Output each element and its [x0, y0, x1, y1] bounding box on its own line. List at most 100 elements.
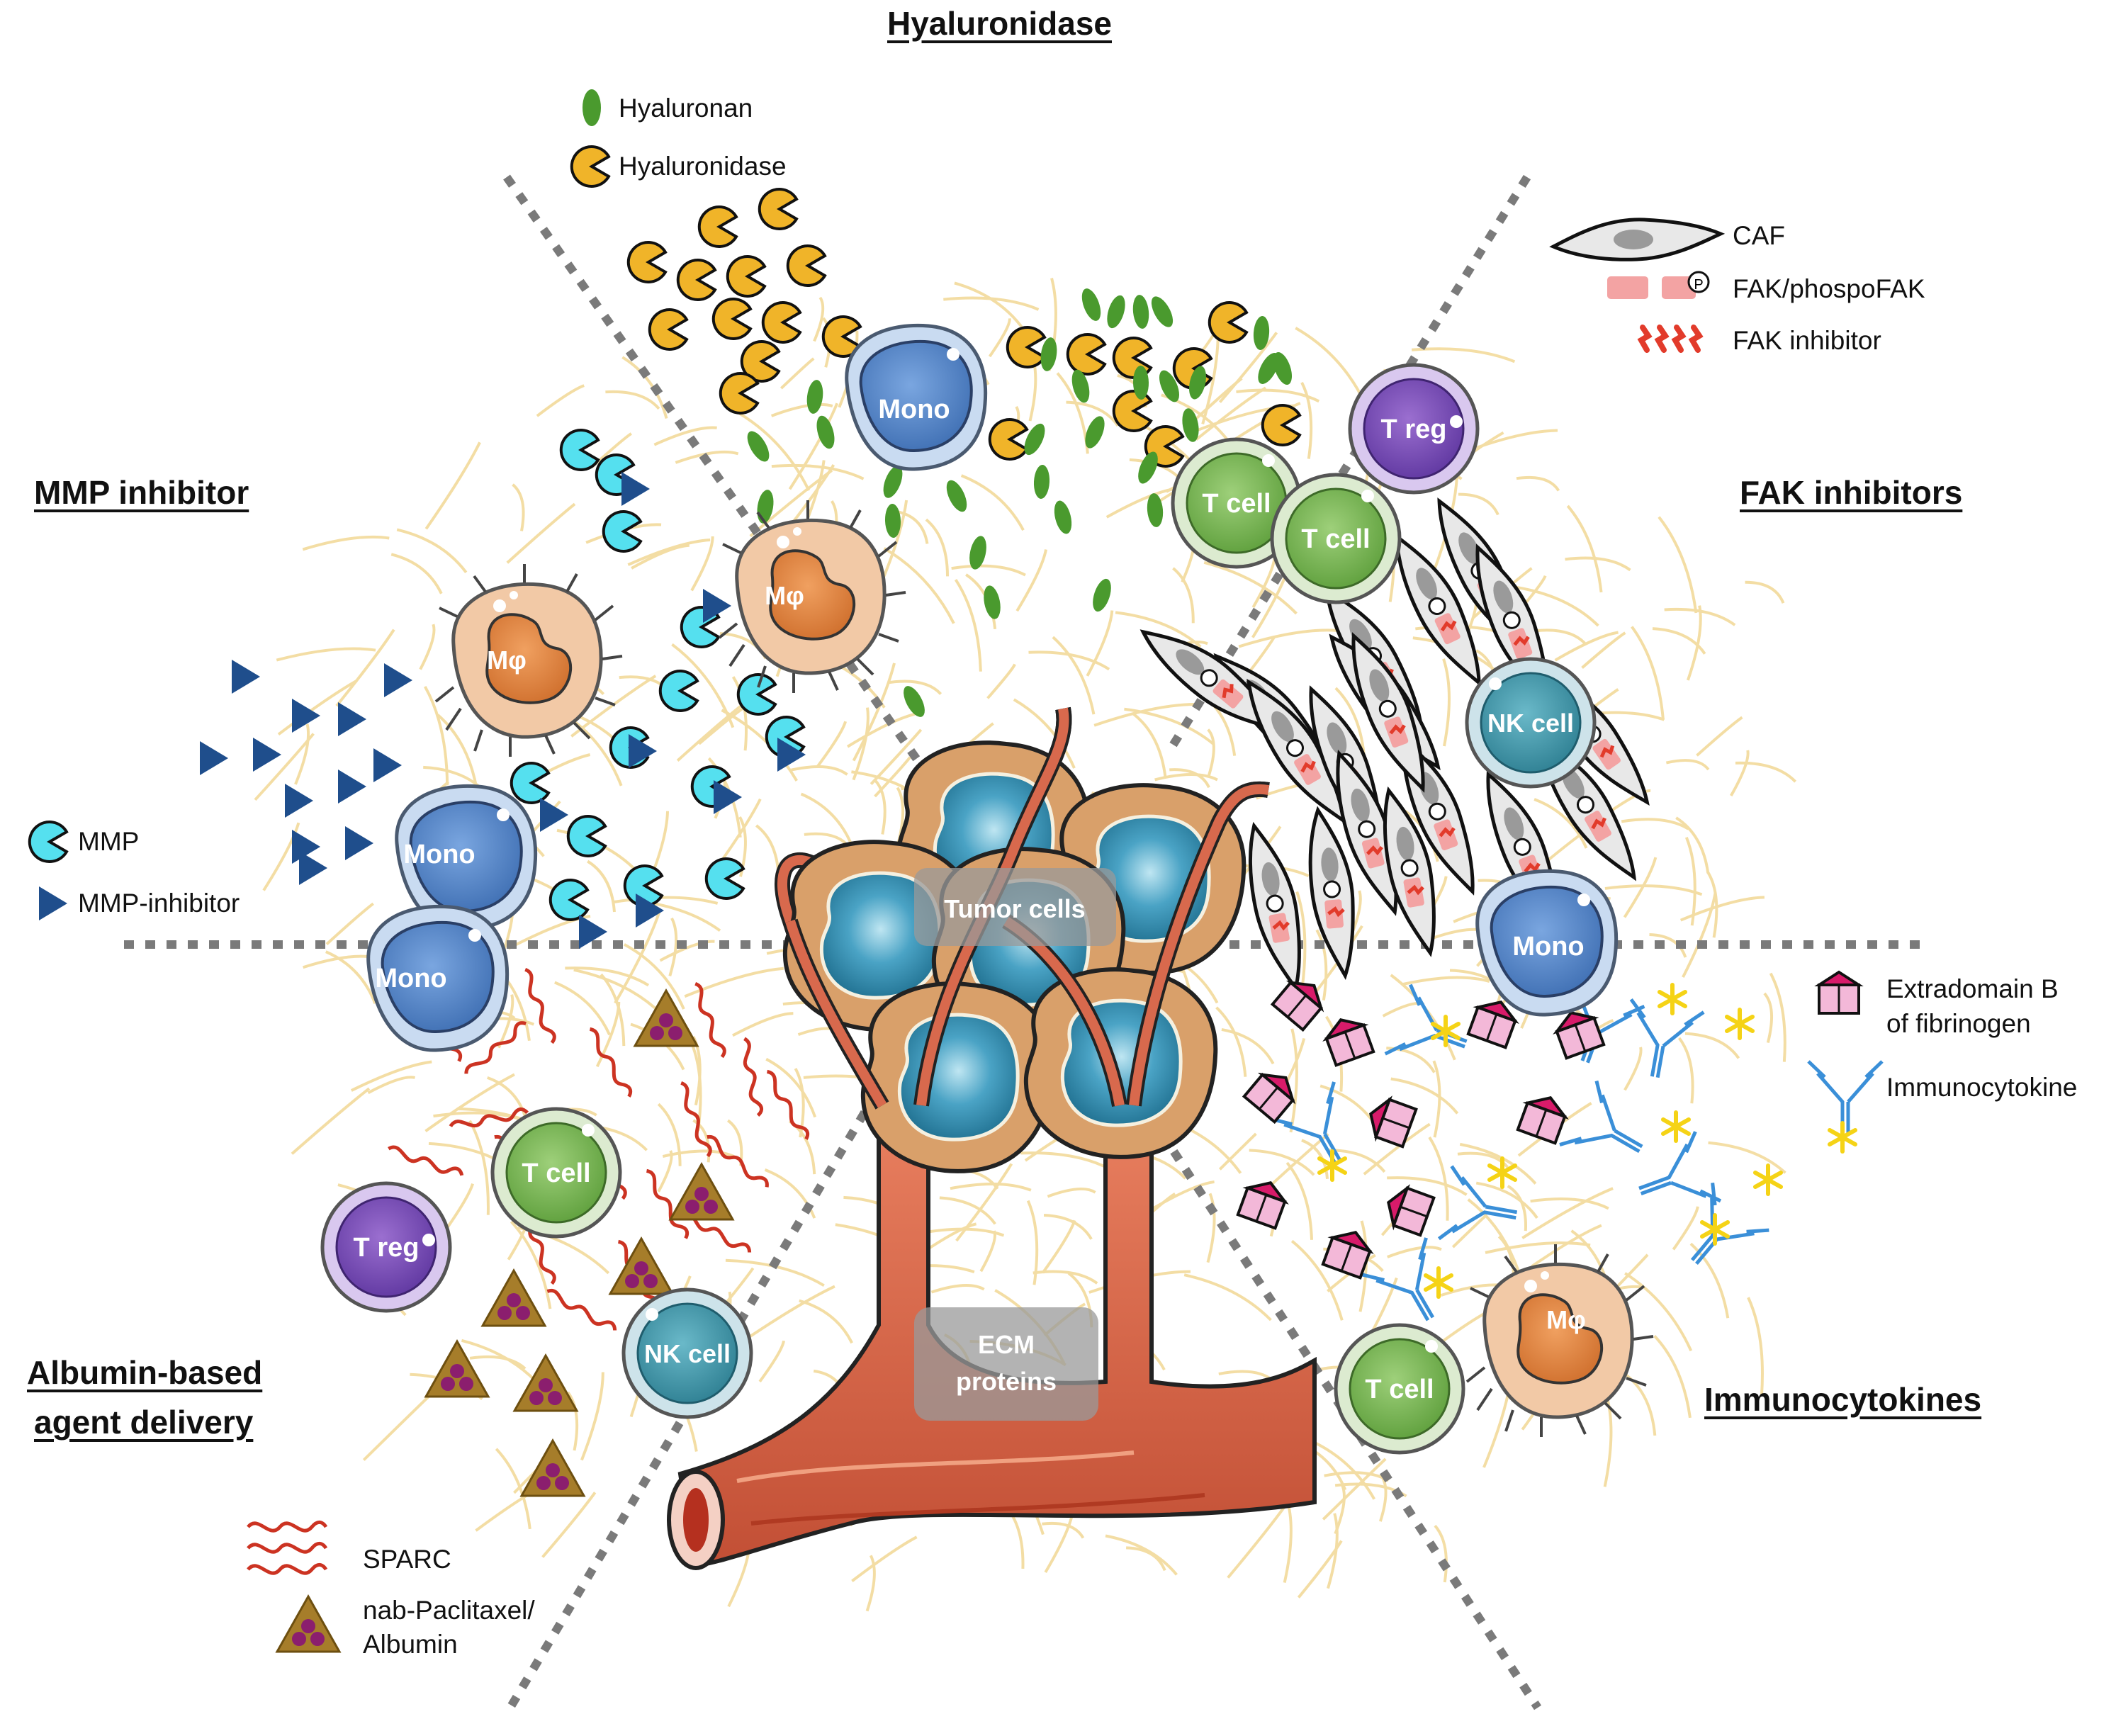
ecm-fibre [1623, 857, 1658, 918]
macrophage-label: Mφ [1546, 1305, 1586, 1334]
hyaluronan-molecule [1093, 578, 1111, 612]
ecm-fibre [979, 1230, 996, 1273]
nk-cell-label: NK cell [644, 1339, 731, 1368]
sparc-molecule [388, 1144, 463, 1179]
ecm-fibre [851, 1535, 918, 1582]
ecm-fibre [495, 1448, 531, 1530]
hyaluronan-molecule [1188, 366, 1207, 400]
ecm-fibre [1428, 1136, 1449, 1221]
ecm-fibre [1458, 492, 1499, 516]
ecm-fibre [764, 1168, 816, 1219]
caf-cell [1336, 750, 1398, 916]
ecm-fibre [659, 940, 715, 962]
macrophage [436, 564, 622, 757]
ecm-fibre [1763, 992, 1774, 1044]
ecm-fibre [657, 1103, 682, 1166]
hyaluronidase-legend-label: Hyaluronidase [619, 152, 787, 181]
fak-legend-icon [1607, 276, 1648, 299]
mono-label: Mono [878, 395, 950, 424]
ecm-fibre [897, 510, 929, 544]
hyaluronan-molecule [884, 504, 901, 538]
hyaluronan-molecule [984, 585, 1001, 619]
ecm-fibre [852, 663, 896, 762]
ecm-fibre [1672, 1206, 1699, 1251]
ecm-fibre [1329, 1149, 1386, 1173]
ecm-fibre [573, 968, 663, 1015]
ecm-fibre [262, 822, 300, 891]
ecm-fibre [960, 474, 1025, 531]
hyaluronan-molecule [1159, 370, 1180, 402]
sparc-legend-icon [248, 1522, 326, 1531]
hyaluronan-molecule [1033, 465, 1050, 499]
ecm-fibre [1300, 381, 1313, 459]
ecm-fibre [954, 578, 982, 672]
sparc-molecule [741, 1038, 762, 1116]
ecm-fibre [1115, 611, 1202, 648]
ecm-fibre [986, 663, 1016, 699]
ecm-fibre [623, 943, 685, 1010]
ecm-fibre [1675, 816, 1710, 874]
ecm-fibre [1684, 1032, 1740, 1059]
ecm-fibre [816, 721, 848, 768]
sparc-molecule [546, 1287, 617, 1334]
ecm-fibre [950, 1182, 1032, 1192]
ecm-fibre [1334, 687, 1366, 760]
hyaluronan-molecule [1054, 500, 1072, 534]
ecm-fibre [570, 675, 657, 738]
t-cell-label: T cell [1202, 489, 1271, 519]
extradomain-legend-label-line2: of fibrinogen [1886, 1009, 2031, 1038]
caf-legend-label: CAF [1733, 221, 1785, 250]
ecm-fibre [1735, 761, 1797, 783]
ecm-fibre [770, 402, 833, 417]
ecm-fibre [738, 412, 811, 491]
ecm-fibre [335, 629, 395, 707]
ecm-fibre [1334, 1483, 1346, 1535]
ecm-fibre [1387, 1176, 1468, 1196]
ecm-fibre [1653, 1334, 1692, 1419]
ecm-fibre [1730, 750, 1750, 797]
ecm-label-line2: proteins [956, 1367, 1057, 1396]
ecm-fibre [433, 1111, 527, 1122]
ecm-fibre [1324, 1471, 1390, 1482]
caf-cell [1383, 786, 1436, 957]
ecm-fibre [1706, 871, 1718, 938]
ecm-fibre [1207, 728, 1215, 776]
ecm-fibre [1169, 768, 1210, 789]
immunocytokines-title: Immunocytokines [1704, 1381, 1982, 1418]
ecm-fibre [676, 704, 743, 762]
ecm-fibre [1623, 1047, 1643, 1091]
ecm-fibre [424, 685, 449, 786]
ecm-fibre [1032, 1270, 1098, 1285]
ecm-fibre [1679, 896, 1765, 922]
ecm-fibre [1682, 892, 1717, 979]
ecm-fibre [943, 296, 1040, 311]
sparc-legend-label: SPARC [363, 1545, 451, 1574]
ecm-fibre [889, 680, 942, 695]
fak-legend-label: FAK/phospoFAK [1733, 274, 1925, 303]
ecm-fibre [424, 1073, 515, 1132]
ecm-fibre [1684, 836, 1696, 926]
hyaluronan-legend-label: Hyaluronan [619, 94, 753, 123]
ecm-fibre [1297, 1540, 1343, 1599]
ecm-fibre [1442, 658, 1451, 747]
immunocytokine-legend-icon [1808, 1061, 1882, 1134]
ecm-fibre [1434, 1524, 1448, 1583]
ecm-fibre [1295, 327, 1365, 401]
phosphofak-legend-icon [1662, 276, 1696, 299]
ecm-fibre [291, 1087, 371, 1155]
sparc-molecule [705, 1134, 770, 1190]
caf-legend-icon [1553, 220, 1721, 259]
t-cell-label: T cell [1301, 524, 1370, 554]
hyaluronan-molecule [1253, 316, 1270, 350]
ecm-fibre [506, 502, 576, 564]
ecm-fibre [367, 1076, 415, 1095]
ecm-fibre [1132, 712, 1167, 777]
ecm-fibre [1066, 400, 1120, 427]
ecm-fibre [1020, 1151, 1112, 1171]
ecm-fibre [294, 723, 310, 785]
ecm-fibre [276, 647, 376, 662]
ecm-fibre [725, 1258, 825, 1287]
ecm-fibre [1315, 929, 1328, 1001]
ecm-fibre [1285, 1161, 1314, 1240]
